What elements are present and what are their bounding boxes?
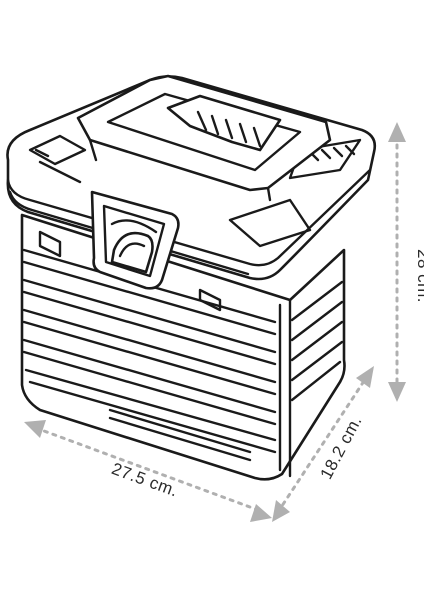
width-arrow-left-icon (24, 420, 46, 438)
height-arrow-top-icon (388, 122, 406, 142)
toolbox-handle (76, 74, 332, 202)
width-arrow-right-icon (250, 504, 272, 522)
depth-arrow-top-icon (356, 366, 374, 388)
height-dimension: 28 cm. (388, 122, 424, 402)
height-label: 28 cm. (414, 249, 424, 303)
depth-dimension-line (276, 376, 368, 514)
depth-arrow-bottom-icon (272, 500, 290, 522)
toolbox-latch (90, 190, 180, 290)
toolbox-body (20, 213, 346, 481)
width-dimension-line (34, 426, 260, 512)
depth-label: 18.2 cm. (317, 412, 366, 482)
height-arrow-bottom-icon (388, 382, 406, 402)
toolbox-illustration (6, 74, 377, 481)
width-label: 27.5 cm. (109, 459, 181, 501)
